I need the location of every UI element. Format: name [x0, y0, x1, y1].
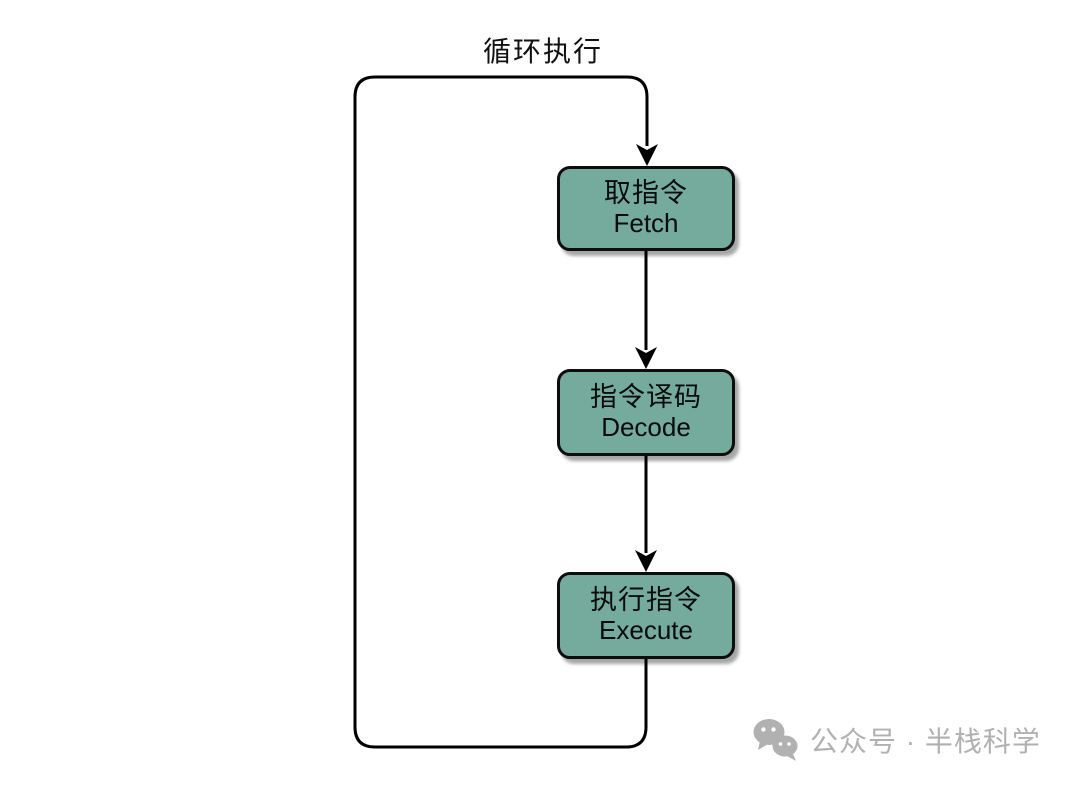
loop-connector [353, 75, 649, 749]
flow-box-decode: 指令译码 Decode [557, 369, 735, 456]
fetch-label-zh: 取指令 [604, 178, 688, 209]
flow-box-fetch: 取指令 Fetch [557, 166, 735, 251]
execute-label-en: Execute [599, 615, 693, 646]
arrowhead-into-decode [635, 347, 657, 369]
flow-box-execute: 执行指令 Execute [557, 572, 735, 659]
decode-label-zh: 指令译码 [590, 382, 702, 413]
watermark-text: 公众号 · 半栈科学 [810, 726, 1041, 757]
fetch-label-en: Fetch [613, 208, 679, 239]
arrowhead-into-fetch [636, 144, 658, 166]
execute-label-zh: 执行指令 [590, 585, 702, 616]
wechat-icon [753, 719, 798, 761]
watermark: 公众号 · 半栈科学 [752, 718, 1041, 762]
arrowhead-into-execute [635, 550, 657, 572]
diagram-title: 循环执行 [482, 36, 603, 67]
decode-label-en: Decode [601, 412, 691, 443]
